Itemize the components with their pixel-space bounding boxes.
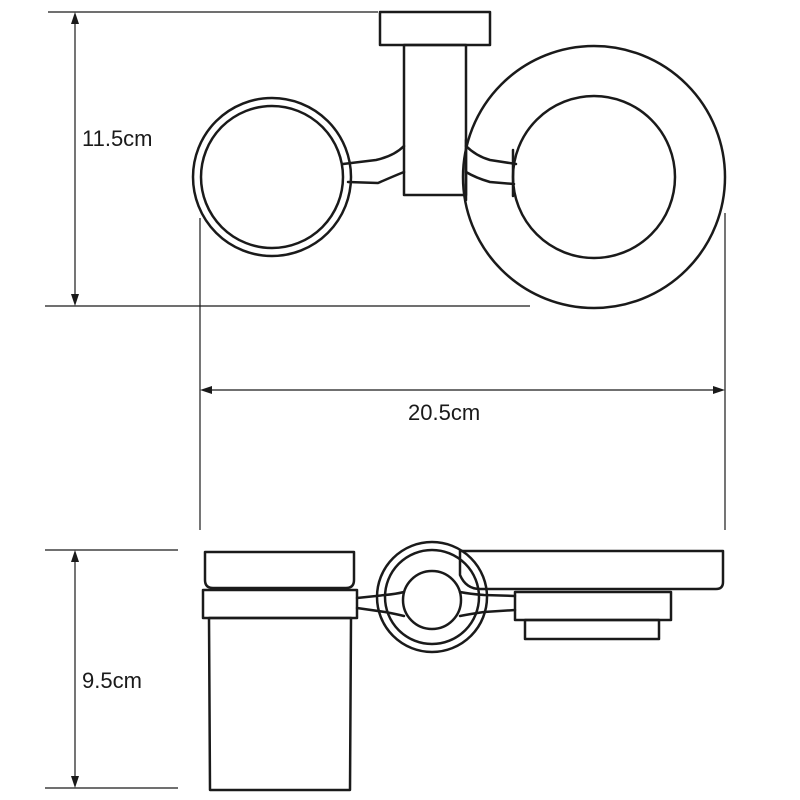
top-left-connector (341, 144, 406, 185)
side-wall-boss (375, 540, 489, 654)
arrow-width-right (713, 386, 725, 394)
side-soap-holder (513, 590, 673, 622)
top-view (191, 10, 727, 310)
dim-label-bottom-height: 9.5cm (82, 668, 142, 693)
top-wall-plate (378, 10, 492, 47)
bottom-view (201, 540, 725, 792)
top-vertical-arm (402, 43, 468, 197)
side-tumbler (207, 616, 353, 792)
side-cup-rim (203, 550, 356, 590)
top-soap-dish-ring (461, 44, 727, 310)
arrow-width-left (200, 386, 212, 394)
side-cup-band (201, 588, 359, 620)
dim-label-overall-width: 20.5cm (408, 400, 480, 425)
arrow-bottom-down (71, 776, 79, 788)
top-right-connector (464, 144, 518, 186)
side-soap-dish-plate (458, 549, 725, 591)
side-soap-holder-base (523, 618, 661, 641)
dim-label-top-height: 11.5cm (82, 126, 153, 151)
arrow-top-down (71, 294, 79, 306)
side-right-connector (458, 590, 517, 618)
arrow-bottom-up (71, 550, 79, 562)
arrow-top-up (71, 12, 79, 24)
top-cup-ring (191, 96, 353, 258)
side-left-connector (355, 590, 406, 618)
